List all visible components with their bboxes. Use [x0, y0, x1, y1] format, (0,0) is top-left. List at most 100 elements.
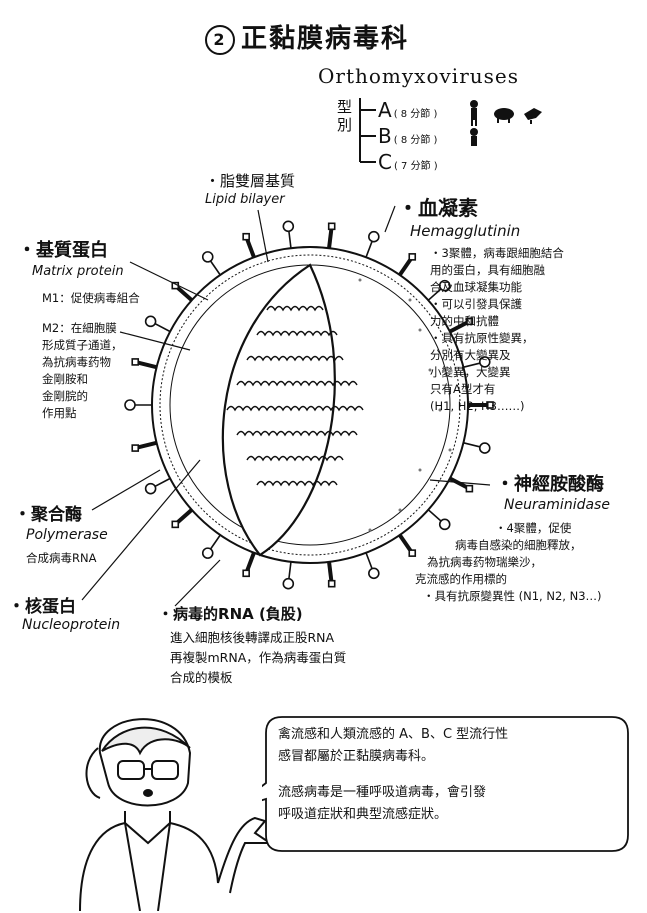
lipid-bilayer-layer	[159, 254, 461, 556]
neuraminidase-label-en: Neuraminidase	[504, 497, 610, 513]
rna-segment	[256, 480, 338, 487]
lipid-label: ・脂雙層基質	[205, 172, 296, 190]
type-b-letter: B	[378, 124, 392, 148]
hemagglutinin-label-en: Hemagglutinin	[410, 222, 521, 240]
rna-label-zh: 病毒的RNA (負股)	[173, 605, 303, 623]
hemagglutinin-spike	[326, 559, 336, 588]
speech-line: 感冒都屬於正黏膜病毒科。	[278, 749, 435, 764]
nucleoprotein-label: ・核蛋白	[8, 597, 76, 617]
types-bracket	[359, 98, 376, 163]
ha-note-line: ・3聚體，病毒跟細胞結合	[430, 246, 564, 260]
m2-line: M2：在細胞膜	[42, 321, 117, 335]
rna-segment	[236, 430, 358, 437]
rna-segments	[226, 305, 364, 487]
ha-note-line: 力的中和抗體	[430, 314, 499, 328]
hemagglutinin-spike	[466, 401, 494, 409]
ha-note-line: 用的蛋白，具有細胞融	[430, 263, 545, 277]
rna-segment	[246, 355, 344, 362]
matrix-label-zh: 基質蛋白	[36, 240, 108, 261]
ha-note-line: 只有A型才有	[430, 382, 496, 396]
bird-icon	[524, 108, 542, 124]
lab-coat	[79, 821, 219, 911]
hemagglutinin-spike	[242, 550, 257, 578]
matrix-m2: M2：在細胞膜 形成質子通道， 為抗病毒药物 金剛胺和 金剛脘的 作用點	[42, 320, 152, 422]
neuraminidase-spike	[124, 399, 154, 411]
envelope-dots	[358, 278, 452, 532]
glasses-left-lens	[117, 760, 145, 780]
matrix-m1: M1：促使病毒組合	[42, 291, 140, 305]
type-a-segments: ( 8 分節 )	[393, 109, 438, 120]
type-b-segments: ( 8 分節 )	[393, 135, 438, 146]
rna-note-line: 進入細胞核後轉譯成正股RNA	[170, 630, 335, 645]
hemagglutinin-spike	[242, 232, 257, 260]
matrix-label-en: Matrix protein	[32, 264, 124, 279]
human-icon-b	[470, 128, 478, 146]
neuraminidase-spike	[282, 559, 295, 590]
type-b: B( 8 分節 )	[378, 124, 437, 148]
scientist-mouth	[143, 789, 153, 797]
hemagglutinin-spike	[131, 358, 160, 370]
speech-line: 禽流感和人類流感的 A、B、C 型流行性	[278, 727, 509, 742]
title-text: 正黏膜病毒科	[241, 24, 410, 54]
family-name-en: Orthomyxoviruses	[318, 64, 519, 88]
host-icons	[470, 100, 542, 146]
scientist-hair	[101, 726, 191, 756]
neuraminidase-spike	[201, 532, 223, 559]
rna-segment	[246, 455, 344, 462]
hemagglutinin-spike	[396, 532, 417, 557]
rna-note-line: 合成的模板	[170, 670, 233, 685]
rna-segment	[226, 405, 364, 412]
neuraminidase-spike	[144, 315, 173, 334]
neuraminidase-label-zh: 神經胺酸酶	[514, 474, 604, 495]
type-c-segments: ( 7 分節 )	[393, 161, 438, 172]
neuraminidase-spike	[282, 220, 295, 251]
ha-note-line: 分別有大變異及	[430, 348, 511, 362]
matrix-label: ・基質蛋白	[18, 240, 108, 261]
na-note-line: 克流感的作用標的	[415, 572, 507, 586]
hemagglutinin-spike	[131, 440, 160, 452]
neuraminidase-spike	[364, 550, 380, 580]
m2-line: 作用點	[42, 406, 77, 420]
neuraminidase-spike	[426, 279, 451, 303]
polymerase-label: ・聚合酶	[14, 505, 82, 525]
na-note-line: ・具有抗原變異性 (N1, N2, N3…)	[423, 589, 602, 603]
scientist-illustration	[79, 718, 274, 911]
speech-text: 禽流感和人類流感的 A、B、C 型流行性 感冒都屬於正黏膜病毒科。 流感病毒是一…	[278, 724, 623, 826]
rna-segment	[266, 305, 324, 312]
ha-note-line: 合及血球凝集功能	[430, 280, 522, 294]
hemagglutinin-spike	[396, 253, 417, 278]
hemagglutinin-spike	[447, 475, 474, 493]
neuraminidase-notes: ・4聚體，促使 病毒自感染的細胞釋放， 為抗病毒药物瑞樂沙， 克流感的作用標的 …	[415, 520, 645, 605]
polymerase-label-en: Polymerase	[26, 527, 108, 543]
neuraminidase-spike	[201, 251, 223, 278]
scientist-hand	[217, 816, 274, 894]
hemagglutinin-notes: ・3聚體，病毒跟細胞結合 用的蛋白，具有細胞融 合及血球凝集功能 ・可以引發具保…	[430, 245, 635, 415]
title-number: 2	[205, 24, 235, 55]
rna-label: ・病毒的RNA (負股)	[158, 605, 303, 623]
hemagglutinin-label-zh: 血凝素	[418, 196, 478, 220]
m2-line: 金剛胺和	[42, 372, 88, 386]
rna-notes: 進入細胞核後轉譯成正股RNA 再複製mRNA，作為病毒蛋白質 合成的模板	[170, 628, 346, 688]
rna-note-line: 再複製mRNA，作為病毒蛋白質	[170, 650, 347, 665]
scientist-ponytail	[85, 747, 101, 799]
type-c: C( 7 分節 )	[378, 150, 438, 174]
hemagglutinin-label: ・血凝素	[398, 196, 478, 220]
neuraminidase-spike	[364, 230, 380, 260]
types-label: 型別	[337, 98, 353, 134]
ha-note-line: 小變異，大變異	[430, 365, 511, 379]
ha-note-line: ・可以引發具保護	[430, 297, 522, 311]
ha-note-line: ・具有抗原性變異，	[430, 331, 534, 345]
lipid-label-zh: 脂雙層基質	[220, 172, 296, 190]
hemagglutinin-spike	[171, 281, 195, 304]
ha-note-line: (H1, H2, H3……)	[430, 399, 525, 413]
type-a-letter: A	[378, 98, 392, 122]
neuraminidase-spike	[461, 441, 491, 454]
virus-diagram	[124, 220, 494, 590]
speech-bubble	[262, 716, 629, 852]
type-a: A( 8 分節 )	[378, 98, 437, 122]
rna-segment	[256, 330, 338, 337]
hemagglutinin-spike	[447, 317, 474, 335]
na-note-line: ・4聚體，促使	[495, 521, 572, 535]
nucleoprotein-label-zh: 核蛋白	[25, 597, 76, 617]
